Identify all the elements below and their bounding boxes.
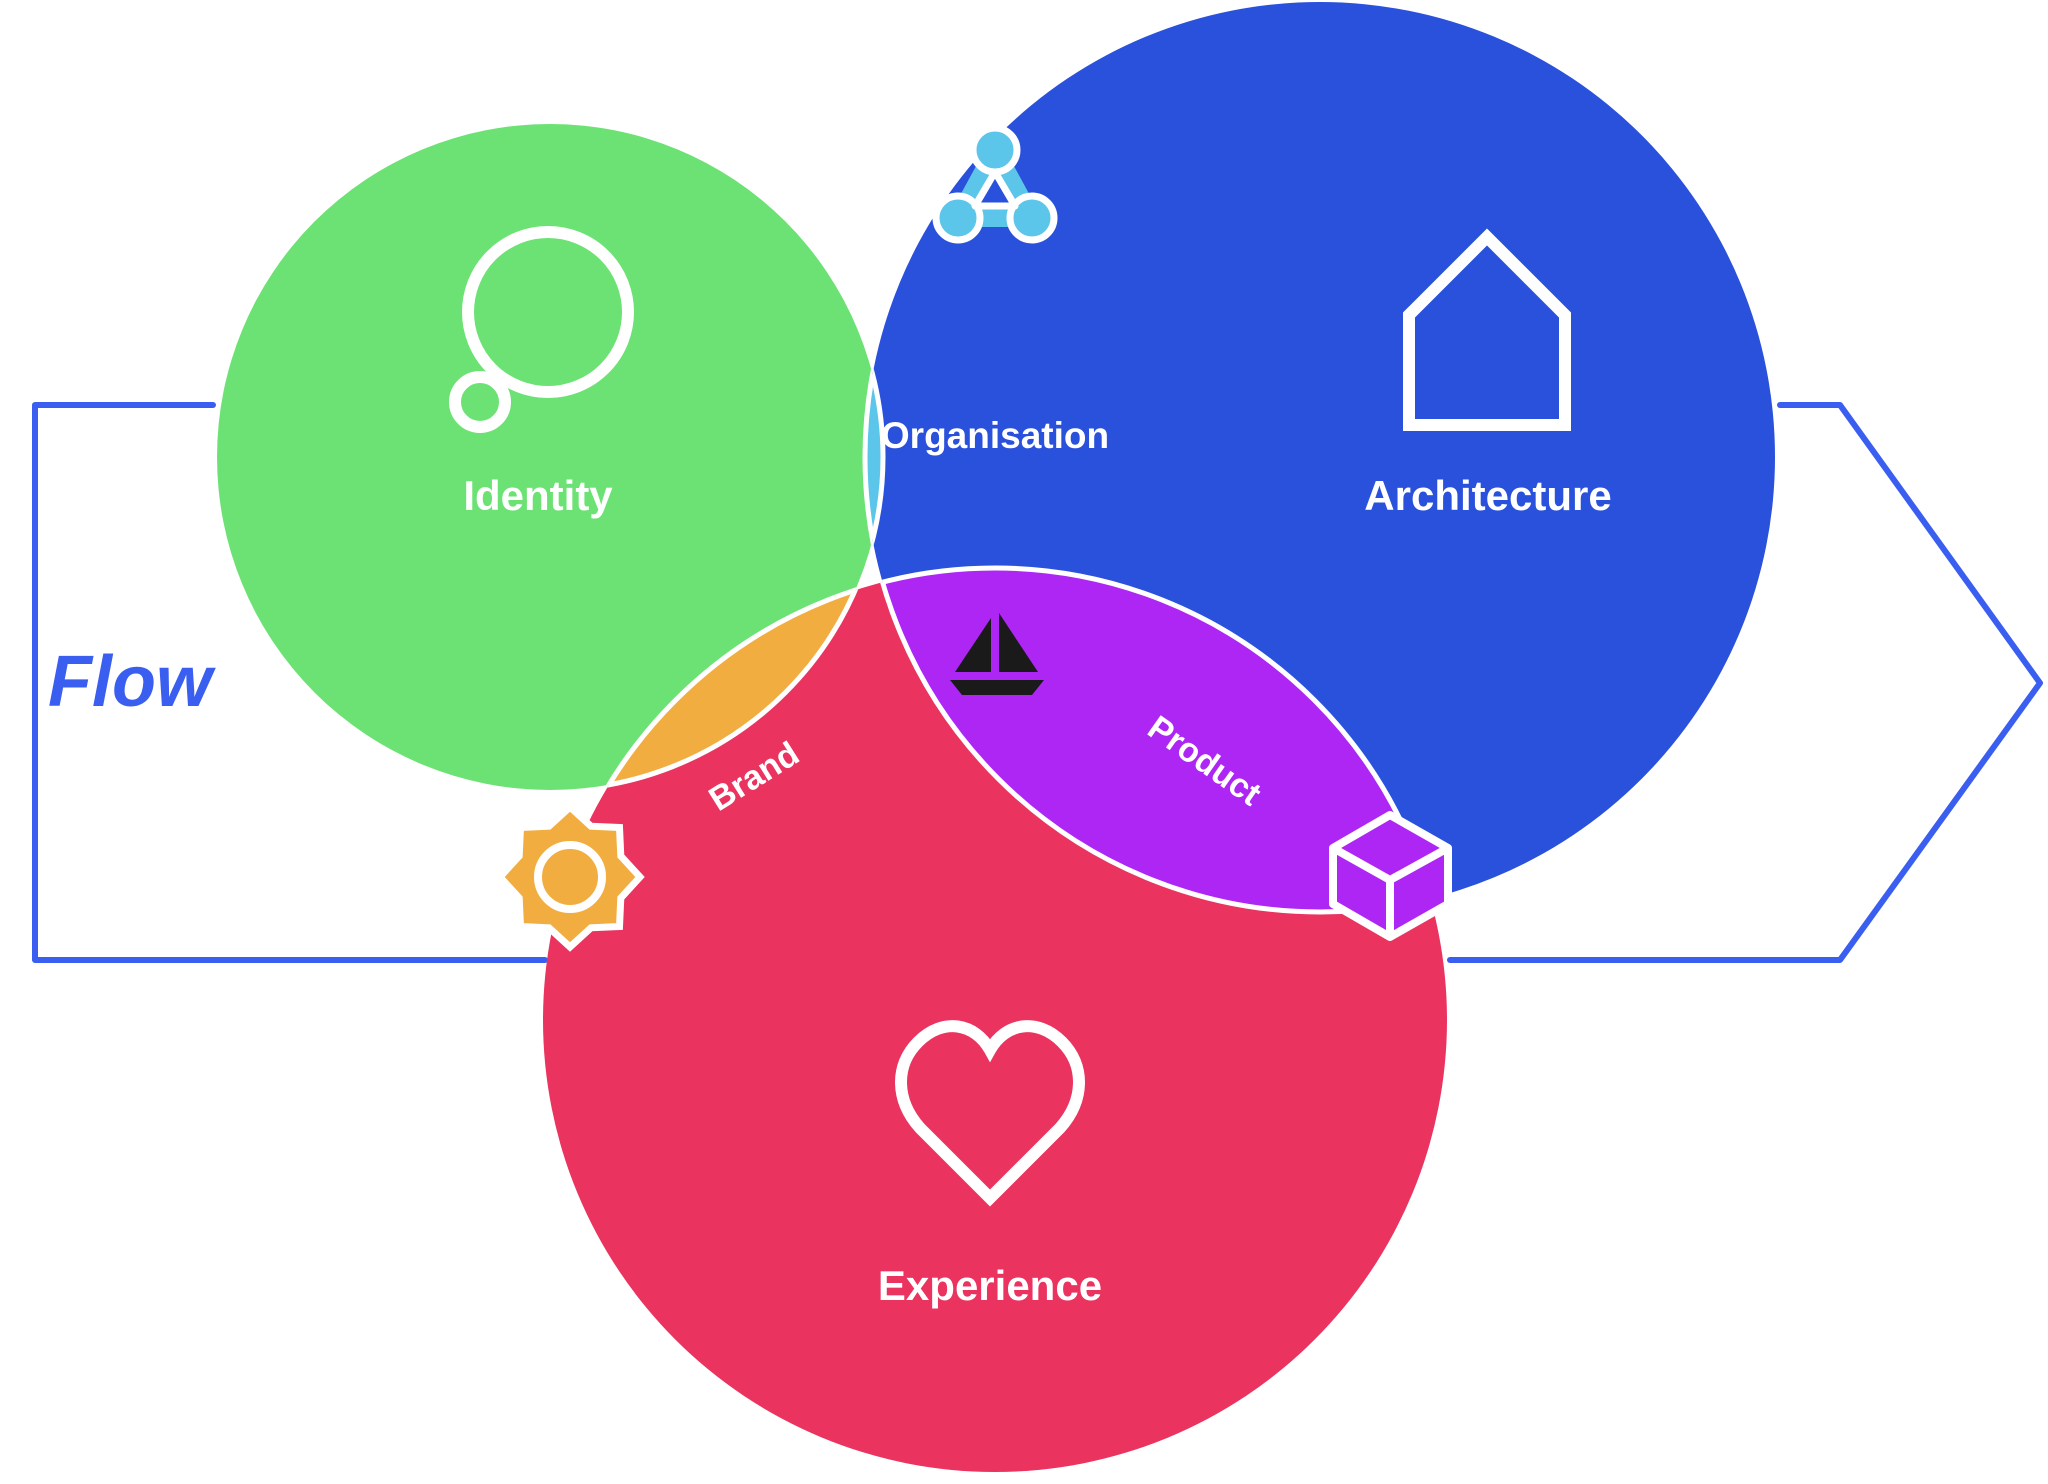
network-triangle-icon	[932, 124, 1058, 244]
heart-icon	[895, 1020, 1085, 1207]
flow-arrow	[32, 402, 2043, 963]
cube-icon	[1329, 811, 1452, 941]
architecture-label: Architecture	[1364, 472, 1611, 519]
product-overlap	[865, 568, 1447, 912]
sailboat-icon	[950, 613, 1044, 695]
identity-circle	[217, 124, 883, 790]
house-icon	[1403, 228, 1571, 431]
flow-label: Flow	[48, 642, 216, 722]
experience-label: Experience	[878, 1262, 1102, 1309]
identity-label: Identity	[463, 472, 613, 519]
organisation-label: Organisation	[881, 415, 1109, 456]
sun-gear-icon	[495, 802, 645, 952]
thought-bubble-icon	[449, 226, 634, 433]
